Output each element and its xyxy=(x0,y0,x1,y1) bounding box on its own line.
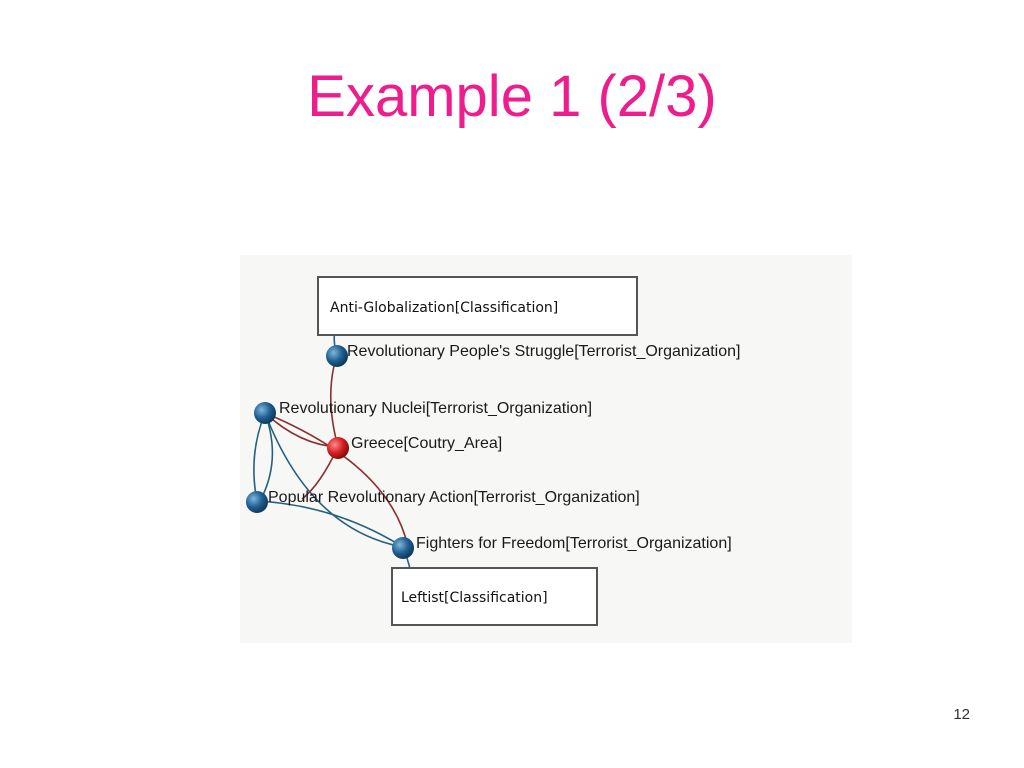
node-label: Popular Revolutionary Action[Terrorist_O… xyxy=(268,489,640,506)
blue-node-icon xyxy=(392,537,414,559)
edge-rn-fff xyxy=(264,412,404,548)
blue-node-icon xyxy=(254,402,276,424)
classification-box-frame xyxy=(317,276,638,336)
node-revolutionary-nuclei: Revolutionary Nuclei[Terrorist_Organizat… xyxy=(254,400,592,424)
node-revolutionary-peoples-struggle: Revolutionary People's Struggle[Terroris… xyxy=(326,343,740,367)
page-number: 12 xyxy=(953,706,970,723)
classification-box-leftist: Leftist[Classification] xyxy=(391,567,598,626)
blue-node-icon xyxy=(326,345,348,367)
node-popular-revolutionary-action: Popular Revolutionary Action[Terrorist_O… xyxy=(246,489,640,513)
red-node-icon xyxy=(327,437,349,459)
node-label: Revolutionary People's Struggle[Terroris… xyxy=(347,343,740,360)
classification-label: Anti-Globalization[Classification] xyxy=(330,300,558,316)
node-label: Greece[Coutry_Area] xyxy=(351,435,502,452)
network-diagram: Anti-Globalization[Classification] Lefti… xyxy=(240,255,852,643)
node-label: Revolutionary Nuclei[Terrorist_Organizat… xyxy=(279,400,592,417)
node-greece: Greece[Coutry_Area] xyxy=(327,435,502,459)
edge-rn-pra xyxy=(253,412,266,502)
edge-pra-fff xyxy=(256,500,404,548)
blue-node-icon xyxy=(246,491,268,513)
classification-label: Leftist[Classification] xyxy=(401,590,548,606)
classification-box-anti-globalization: Anti-Globalization[Classification] xyxy=(317,276,638,336)
node-fighters-for-freedom: Fighters for Freedom[Terrorist_Organizat… xyxy=(392,535,732,559)
slide-title: Example 1 (2/3) xyxy=(307,64,717,129)
classification-box-frame xyxy=(391,567,598,626)
node-label: Fighters for Freedom[Terrorist_Organizat… xyxy=(416,535,732,552)
network-diagram-svg: Anti-Globalization[Classification] Lefti… xyxy=(246,276,740,626)
edge-rn-fff-2 xyxy=(264,412,409,548)
